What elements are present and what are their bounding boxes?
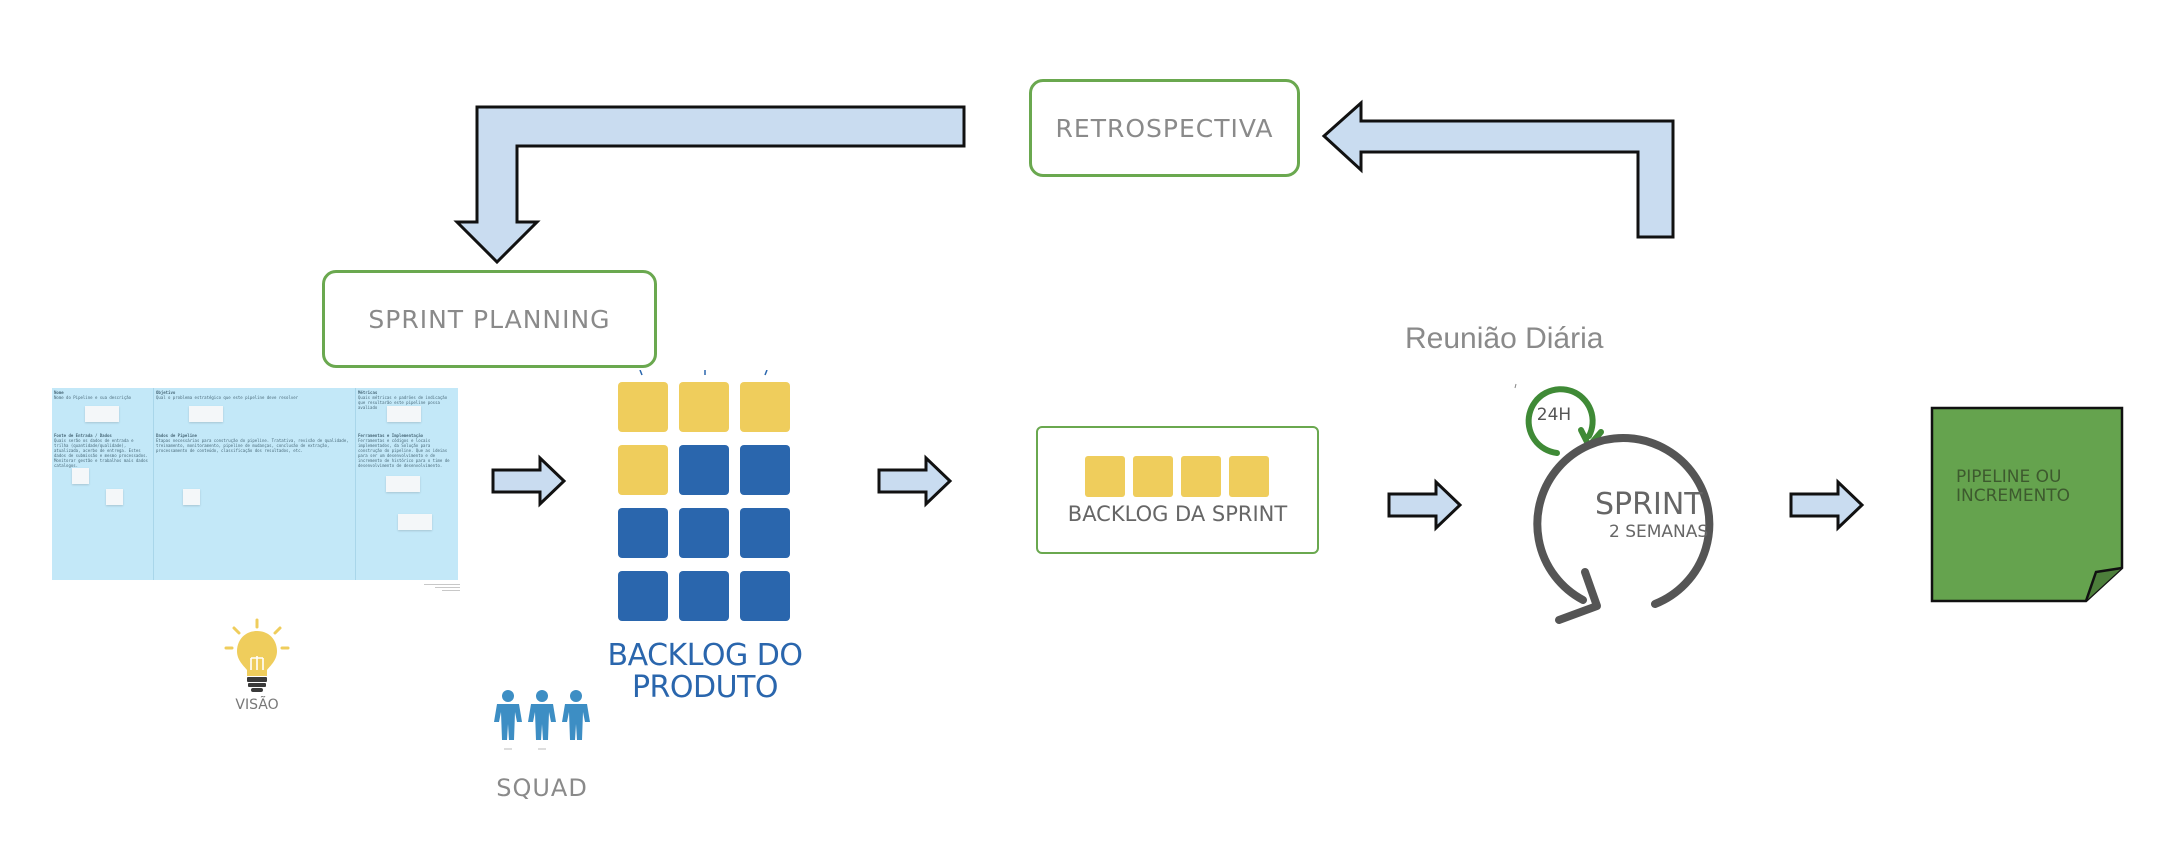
sprint-backlog-card bbox=[1229, 456, 1269, 497]
people-group-icon bbox=[494, 690, 590, 750]
daily-meeting-label: Reunião Diária bbox=[1405, 322, 1604, 355]
canvas-sticky-note bbox=[189, 406, 223, 422]
retro-left-bent-arrow bbox=[453, 105, 966, 265]
backlog-item-yellow bbox=[618, 382, 668, 432]
retrospectiva-label: RETROSPECTIVA bbox=[1055, 113, 1274, 143]
pipeline-label: PIPELINE OU INCREMENTO bbox=[1956, 468, 2070, 506]
sprint-label: SPRINT bbox=[1595, 487, 1703, 522]
person-icon bbox=[562, 704, 590, 740]
person-icon bbox=[502, 690, 514, 702]
pipeline-canvas-board: Nome Nome do Pipeline e sua descrição Ob… bbox=[52, 388, 458, 580]
product-backlog-grid bbox=[618, 370, 790, 621]
backlog-item-blue bbox=[679, 508, 729, 558]
canvas-sticky-note bbox=[386, 476, 420, 492]
backlog-item-blue bbox=[618, 571, 668, 621]
canvas-section-3: Ferramentas e Implementação Ferramentas … bbox=[358, 433, 450, 468]
backlog-item-blue bbox=[740, 571, 790, 621]
canvas-sticky-note bbox=[72, 468, 89, 484]
canvas-col-3-header: Métricas Quais métricas e padrões de ind… bbox=[358, 390, 448, 410]
note-icon bbox=[1930, 406, 2124, 603]
backlog-item-yellow bbox=[618, 445, 668, 495]
sprint-backlog-card bbox=[1181, 456, 1221, 497]
sprint-planning-box: SPRINT PLANNING bbox=[322, 270, 657, 368]
clock-cycle-icon bbox=[1525, 386, 1596, 456]
person-icon bbox=[528, 704, 556, 740]
person-icon bbox=[536, 690, 548, 702]
canvas-divider-2 bbox=[355, 388, 356, 580]
cycle-arrow-icon bbox=[1514, 383, 1714, 624]
backlog-item-yellow bbox=[679, 382, 729, 432]
sprint-planning-label: SPRINT PLANNING bbox=[368, 304, 611, 334]
canvas-sticky-note bbox=[387, 406, 421, 422]
canvas-section-1: Fonte de Entrada / Dados Quais serão os … bbox=[54, 433, 148, 468]
sprint-backlog-box: BACKLOG DA SPRINT bbox=[1036, 426, 1319, 554]
retro-right-bent-arrow bbox=[1321, 99, 1675, 239]
backlog-item-blue bbox=[679, 445, 729, 495]
arrow-backlog-to-sprint-backlog bbox=[877, 454, 953, 508]
person-icon bbox=[494, 704, 522, 740]
pipeline-label-line1: PIPELINE OU bbox=[1956, 467, 2062, 487]
backlog-item-blue bbox=[618, 508, 668, 558]
hours-label: 24H bbox=[1536, 405, 1572, 425]
sprint-duration-label: 2 SEMANAS bbox=[1609, 522, 1709, 542]
product-backlog-label-line2: PRODUTO bbox=[631, 670, 779, 705]
sprint-backlog-card bbox=[1133, 456, 1173, 497]
backlog-item-blue bbox=[740, 508, 790, 558]
arrow-canvas-to-backlog bbox=[491, 454, 567, 508]
backlog-item-yellow bbox=[740, 382, 790, 432]
canvas-sticky-note bbox=[398, 514, 432, 530]
sprint-backlog-card bbox=[1085, 456, 1125, 497]
backlog-item-blue bbox=[740, 445, 790, 495]
person-icon bbox=[570, 690, 582, 702]
canvas-col-2-header: Objetivo Qual o problema estratégico que… bbox=[156, 390, 299, 400]
canvas-sticky-note bbox=[85, 406, 119, 422]
canvas-divider-1 bbox=[153, 388, 154, 580]
arrow-sprint-backlog-to-sprint bbox=[1387, 478, 1463, 532]
vision-label: VISÃO bbox=[235, 697, 279, 713]
canvas-section-2: Dados de Pipeline Etapas necessárias par… bbox=[156, 433, 349, 453]
canvas-col-1-header: Nome Nome do Pipeline e sua descrição bbox=[54, 390, 132, 400]
canvas-footer-text bbox=[424, 582, 460, 594]
retrospectiva-box: RETROSPECTIVA bbox=[1029, 79, 1300, 177]
squad-label: SQUAD bbox=[496, 774, 588, 802]
sprint-backlog-label: BACKLOG DA SPRINT bbox=[1067, 502, 1288, 526]
backlog-item-blue bbox=[679, 571, 729, 621]
product-backlog-label: BACKLOG DO PRODUTO bbox=[580, 640, 830, 704]
canvas-sticky-note bbox=[183, 489, 200, 505]
canvas-sticky-note bbox=[106, 489, 123, 505]
pipeline-label-line2: INCREMENTO bbox=[1956, 486, 2071, 506]
product-backlog-label-line1: BACKLOG DO bbox=[607, 638, 803, 673]
lightbulb-icon bbox=[224, 618, 290, 692]
arrow-sprint-to-pipeline bbox=[1789, 478, 1865, 532]
